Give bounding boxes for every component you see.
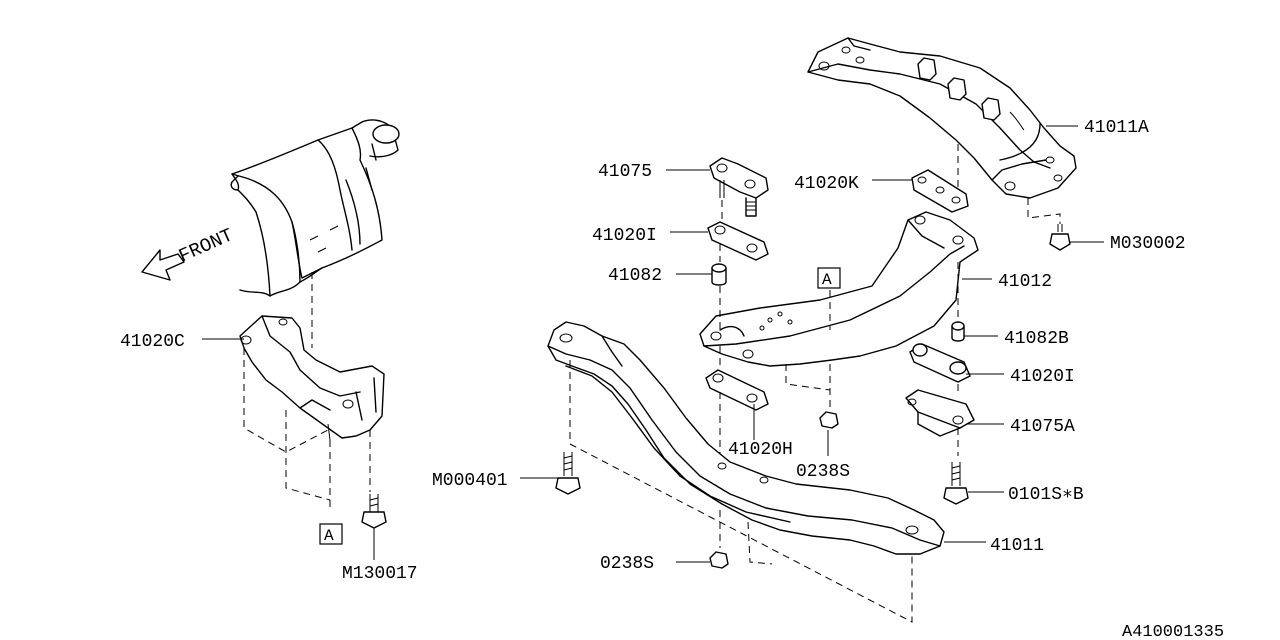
part-41012-link[interactable]: 41012	[998, 272, 1052, 292]
part-m000401-link[interactable]: M000401	[432, 471, 508, 491]
part-41082b-link[interactable]: 41082B	[1004, 329, 1069, 349]
svg-text:A: A	[822, 271, 832, 289]
part-41082-link[interactable]: 41082	[608, 266, 662, 286]
spacer-41082	[711, 263, 727, 286]
front-direction-arrow: FRONT	[141, 224, 237, 281]
bolt-0101s-b	[943, 462, 969, 505]
part-41020i-top-link[interactable]: 41020I	[592, 226, 657, 246]
svg-text:A: A	[324, 527, 334, 545]
reference-marker-a-upper: A	[817, 267, 841, 289]
part-41020i-right-link[interactable]: 41020I	[1010, 367, 1075, 387]
part-41020c-link[interactable]: 41020C	[120, 332, 185, 352]
mount-pad-41020i-top	[707, 221, 769, 261]
transmission-illustration	[230, 119, 400, 297]
bracket-41012	[699, 211, 979, 367]
part-41075-link[interactable]: 41075	[598, 162, 652, 182]
bracket-41075	[709, 157, 769, 217]
part-41020h-link[interactable]: 41020H	[728, 440, 793, 460]
spacer-41082b	[951, 321, 965, 342]
part-0238s-mid-link[interactable]: 0238S	[796, 462, 850, 482]
part-41011a-link[interactable]: 41011A	[1084, 118, 1149, 138]
mount-pad-41020k	[911, 169, 969, 213]
mount-bracket-41020c	[239, 315, 385, 441]
nut-0238s-low	[709, 551, 729, 569]
part-m130017-link[interactable]: M130017	[342, 564, 418, 584]
reference-marker-a-lower: A	[319, 523, 343, 545]
part-0238s-low-link[interactable]: 0238S	[600, 554, 654, 574]
part-m030002-link[interactable]: M030002	[1110, 234, 1186, 254]
diagram-reference-code: A410001335	[1122, 623, 1224, 640]
part-41020k-link[interactable]: 41020K	[794, 174, 859, 194]
mount-pad-41020i-right	[909, 343, 971, 383]
part-0101s-b-link[interactable]: 0101S∗B	[1008, 485, 1084, 505]
nut-0238s-mid	[819, 411, 839, 429]
part-41011-link[interactable]: 41011	[990, 536, 1044, 556]
front-label: FRONT	[175, 224, 236, 267]
crossmember-41011	[547, 321, 945, 555]
leader-lines	[202, 125, 1104, 563]
bolt-m030002	[1049, 224, 1071, 251]
bracket-41075a	[905, 389, 975, 437]
bolt-m000401	[555, 452, 581, 495]
part-41075a-link[interactable]: 41075A	[1010, 417, 1075, 437]
bolt-m130017	[361, 494, 387, 529]
mount-pad-41020h	[705, 369, 769, 411]
crossmember-41011a	[807, 37, 1077, 199]
